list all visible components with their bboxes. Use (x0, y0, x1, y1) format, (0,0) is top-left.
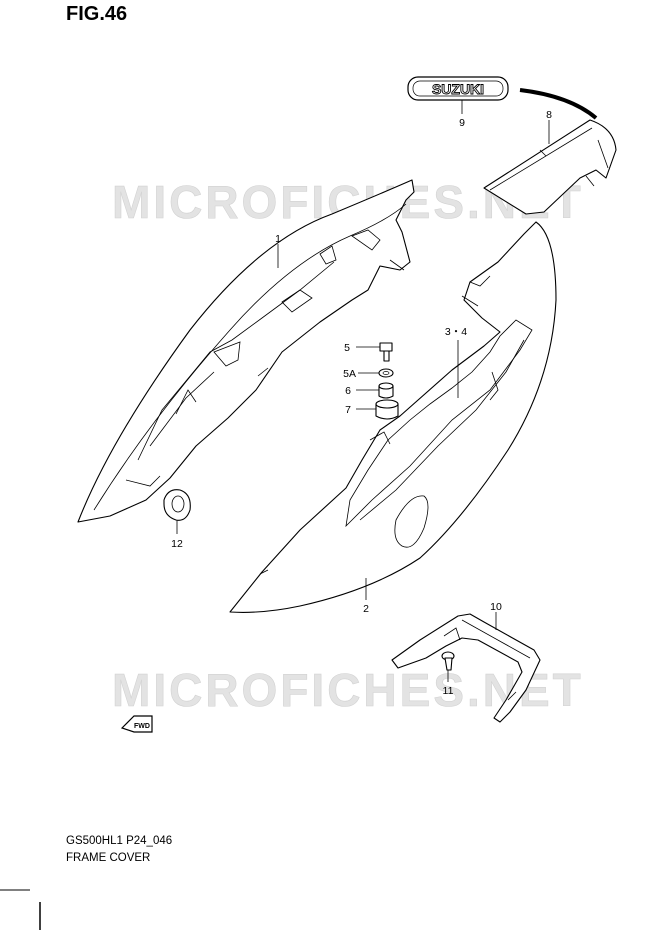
part-9-emblem: SUZUKI (407, 76, 509, 101)
callout-5a: 5A (343, 368, 356, 380)
forward-direction-label: FWD (134, 723, 150, 730)
forward-direction-marker: FWD (120, 715, 153, 733)
part-10-bracket (391, 613, 541, 723)
part-5a-washer (378, 368, 394, 378)
figure-caption: FRAME COVER (66, 852, 151, 864)
part-2-right-frame-cover (229, 221, 557, 613)
part-1-left-frame-cover (77, 179, 415, 523)
callout-8: 8 (546, 109, 552, 121)
callout-12: 12 (171, 538, 183, 550)
callout-2: 2 (363, 603, 369, 615)
callout-3-4: 3・4 (445, 326, 467, 338)
callout-1: 1 (275, 233, 281, 245)
part-5-bolt (379, 342, 393, 362)
callout-7: 7 (345, 404, 351, 416)
part-12-grommet (163, 489, 191, 521)
tail-stripe (519, 88, 598, 120)
figure-title: FIG.46 (66, 3, 128, 25)
callout-11: 11 (443, 685, 454, 697)
emblem-text: SUZUKI (432, 81, 484, 97)
model-code: GS500HL1 P24_046 (66, 835, 173, 847)
part-7-cushion (375, 399, 399, 420)
part-8-tail-cover (483, 119, 617, 215)
callout-5: 5 (344, 342, 350, 354)
callout-9: 9 (459, 117, 465, 129)
callout-6: 6 (345, 385, 351, 397)
part-6-collar (378, 382, 394, 399)
callout-10: 10 (490, 601, 502, 613)
part-11-clip (441, 651, 455, 671)
